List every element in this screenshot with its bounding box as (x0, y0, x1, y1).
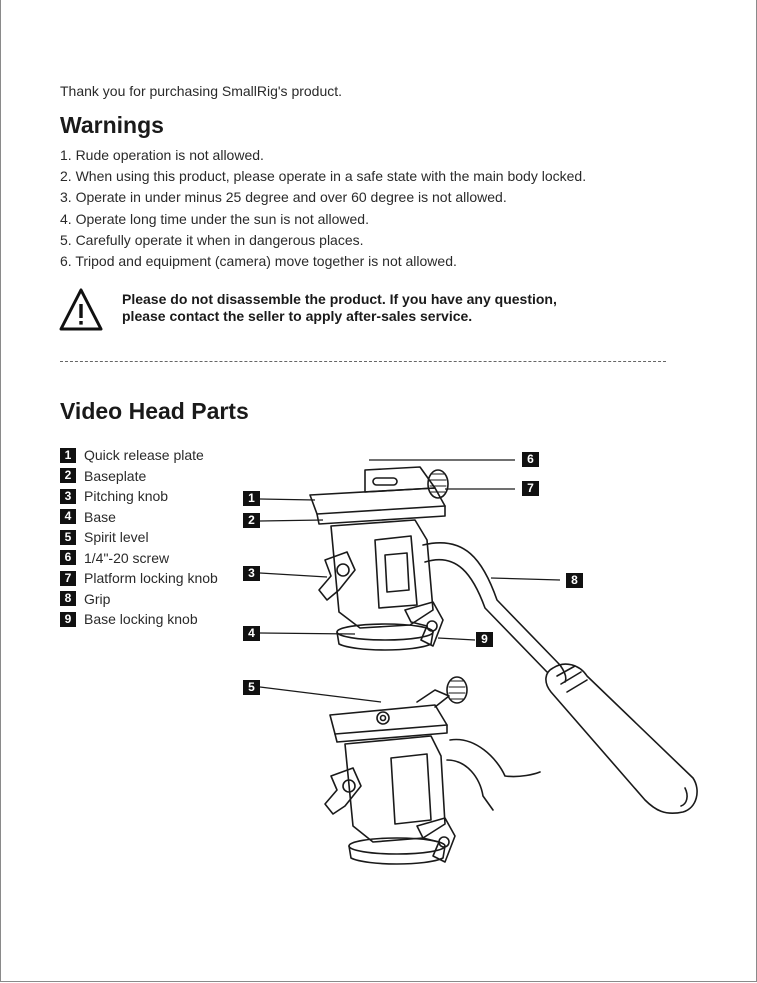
callout-9: 9 (476, 632, 493, 647)
leader-line-1 (259, 498, 316, 501)
warning-item: 3. Operate in under minus 25 degree and … (60, 189, 507, 206)
callout-3: 3 (243, 566, 260, 581)
leader-line-9 (437, 637, 476, 641)
part-number-badge: 5 (60, 529, 76, 545)
part-label: Grip (84, 590, 111, 607)
disassembly-notice: Please do not disassemble the product. I… (58, 287, 618, 335)
notice-line-1: Please do not disassemble the product. I… (122, 291, 557, 307)
base-outline (336, 631, 434, 651)
parts-heading: Video Head Parts (60, 398, 249, 424)
warnings-list: 1. Rude operation is not allowed. 2. Whe… (60, 145, 586, 272)
warning-item: 1. Rude operation is not allowed. (60, 147, 264, 163)
part-label: 1/4"-20 screw (84, 549, 170, 566)
part-number-badge: 2 (60, 468, 76, 484)
section-divider (60, 361, 666, 362)
part-label: Baseplate (84, 467, 147, 484)
callout-5: 5 (243, 680, 260, 695)
part-item: 7 Platform locking knob (60, 568, 218, 589)
spirit-level-bubble (376, 711, 390, 725)
warnings-heading: Warnings (60, 112, 164, 138)
grip-arm-outline (422, 542, 567, 683)
callout-1: 1 (243, 491, 260, 506)
parts-list: 1 Quick release plate 2 Baseplate 3 Pitchin… (60, 445, 218, 630)
part-item: 1 Quick release plate (60, 445, 218, 466)
part-number-badge: 3 (60, 488, 76, 504)
callout-7: 7 (522, 481, 539, 496)
part-item: 4 Base (60, 507, 218, 528)
warning-item: 2. When using this product, please opera… (60, 168, 587, 185)
warning-item: 5. Carefully operate it when in dangerou… (60, 231, 364, 248)
part-item: 6 1/4"-20 screw (60, 548, 218, 569)
part-number-badge: 9 (60, 611, 76, 627)
part-item: 2 Baseplate (60, 466, 218, 487)
warning-item: 4. Operate long time under the sun is no… (60, 210, 369, 227)
part-label: Base (84, 508, 116, 525)
head-body-outline (330, 519, 434, 629)
part-number-badge: 1 (60, 447, 76, 463)
warning-triangle-icon (59, 288, 103, 331)
callout-6: 6 (522, 452, 539, 467)
leader-line-3 (259, 572, 328, 578)
part-number-badge: 4 (60, 509, 76, 525)
leader-line-4 (259, 632, 356, 635)
notice-line-2: please contact the seller to apply after… (122, 308, 473, 324)
part-number-badge: 6 (60, 550, 76, 566)
callout-4: 4 (243, 626, 260, 641)
callout-8: 8 (566, 573, 583, 588)
leader-line-2 (259, 519, 324, 522)
part-number-badge: 7 (60, 570, 76, 586)
part-item: 5 Spirit level (60, 527, 218, 548)
part-item: 8 Grip (60, 589, 218, 610)
leader-line-8 (490, 577, 561, 581)
part-label: Pitching knob (84, 488, 169, 505)
part-item: 9 Base locking knob (60, 609, 218, 630)
warning-item: 6. Tripod and equipment (camera) move to… (60, 253, 457, 270)
part-label: Spirit level (84, 529, 149, 546)
part-item: 3 Pitching knob (60, 486, 218, 507)
part-label: Platform locking knob (84, 570, 218, 587)
callout-2: 2 (243, 513, 260, 528)
video-head-diagram (259, 459, 698, 865)
part-label: Quick release plate (84, 447, 204, 464)
leader-line-5 (259, 686, 382, 703)
intro-text: Thank you for purchasing SmallRig's prod… (60, 83, 343, 99)
part-label: Base locking knob (84, 611, 198, 628)
grip-handle-outline (545, 663, 698, 815)
part-number-badge: 8 (60, 591, 76, 607)
